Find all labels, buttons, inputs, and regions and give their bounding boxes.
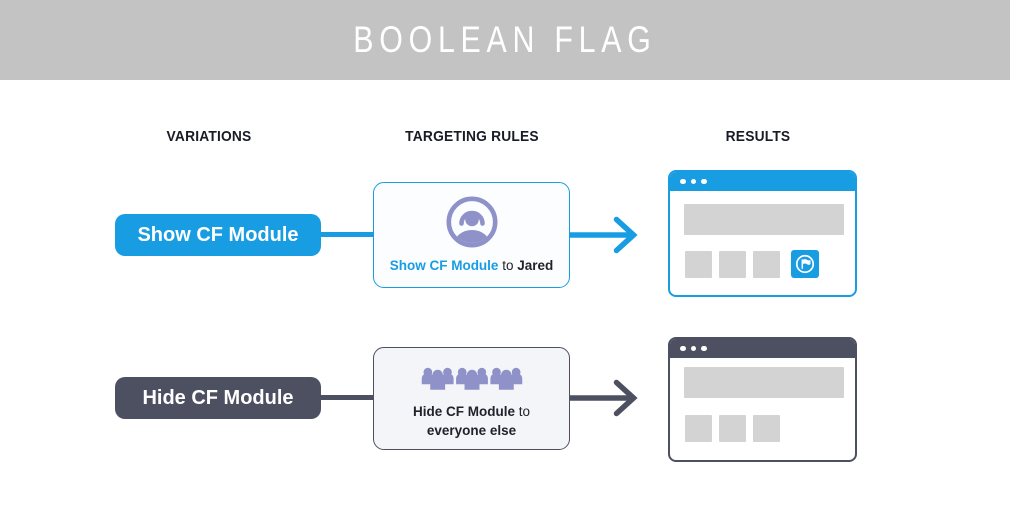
column-header-targeting-rules: TARGETING RULES xyxy=(405,128,539,145)
content-placeholder-square xyxy=(685,250,712,278)
result-browser-show xyxy=(668,170,857,297)
window-dot-icon xyxy=(701,178,707,185)
user-avatar-icon xyxy=(445,194,499,250)
column-header-results: RESULTS xyxy=(725,128,791,145)
flow-arrow-icon xyxy=(570,216,638,254)
content-placeholder-banner xyxy=(684,367,844,398)
variation-pill-hide: Hide CF Module xyxy=(115,377,321,419)
rule-joiner: to xyxy=(518,404,531,419)
content-placeholder-square xyxy=(753,250,780,278)
rule-flag-name: Show CF Module xyxy=(389,258,499,273)
crowd-icon xyxy=(421,362,523,398)
window-dot-icon xyxy=(690,178,696,185)
cf-module-tile xyxy=(791,250,819,278)
targeting-rule-card-show: Show CF Module to Jared xyxy=(373,182,570,288)
page-title: BOOLEAN FLAG xyxy=(353,19,657,60)
content-placeholder-banner xyxy=(684,204,844,235)
window-dot-icon xyxy=(701,345,707,352)
rule-joiner: to xyxy=(502,258,514,273)
content-placeholder-square xyxy=(719,250,746,278)
targeting-rule-card-hide: Hide CF Module to everyone else xyxy=(373,347,570,450)
column-header-variations: VARIATIONS xyxy=(166,128,252,145)
window-dot-icon xyxy=(680,345,686,352)
browser-titlebar xyxy=(670,339,855,358)
feature-flag-icon xyxy=(795,254,815,274)
variation-pill-show: Show CF Module xyxy=(115,214,321,256)
rule-audience: everyone else xyxy=(426,423,517,438)
content-placeholder-square xyxy=(753,415,780,442)
header-banner: BOOLEAN FLAG xyxy=(0,0,1010,80)
content-placeholder-row xyxy=(685,250,819,278)
rule-flag-name: Hide CF Module xyxy=(412,404,515,419)
rule-audience: Jared xyxy=(517,258,554,273)
content-placeholder-row xyxy=(685,415,780,442)
result-browser-hide xyxy=(668,337,857,462)
flow-arrow-icon xyxy=(570,379,638,417)
rule-text: Show CF Module to Jared xyxy=(390,256,554,275)
connector-line xyxy=(318,232,375,237)
rule-text: Hide CF Module to everyone else xyxy=(413,402,530,440)
browser-titlebar xyxy=(670,172,855,191)
content-placeholder-square xyxy=(685,415,712,442)
window-dot-icon xyxy=(680,178,686,185)
window-dot-icon xyxy=(690,345,696,352)
content-placeholder-square xyxy=(719,415,746,442)
connector-line xyxy=(318,395,375,400)
